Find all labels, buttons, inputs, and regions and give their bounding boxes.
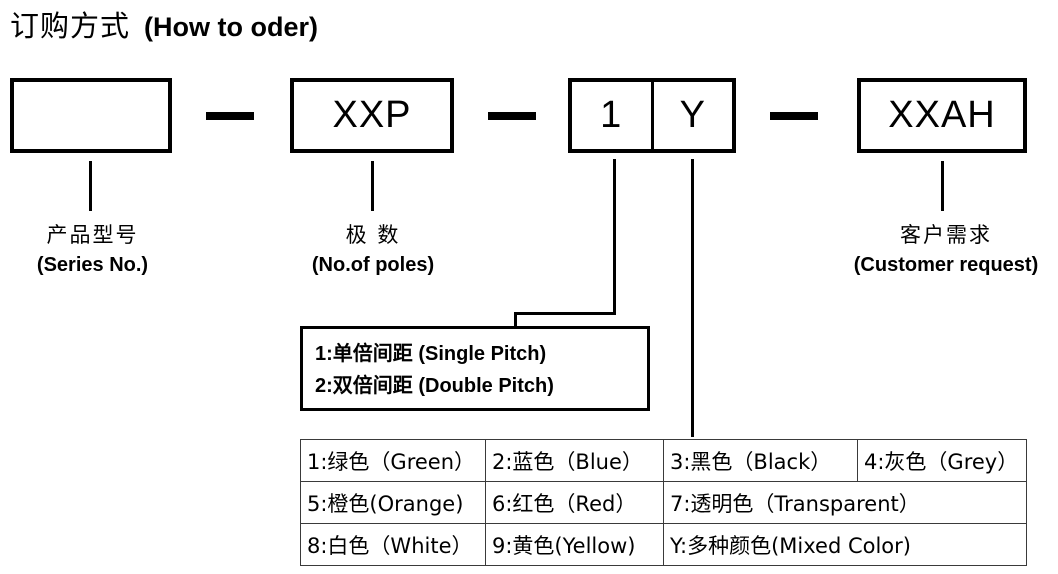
caption-poles: 极 数 (No.of poles) bbox=[288, 222, 458, 278]
caption-poles-en: (No.of poles) bbox=[311, 253, 435, 276]
code-box-series[interactable] bbox=[10, 78, 172, 153]
page-title-en: (How to oder) bbox=[144, 12, 318, 42]
color-option-label: 1:绿色（Green） bbox=[307, 449, 476, 474]
color-option-cell: Y:多种颜色(Mixed Color) bbox=[663, 523, 1027, 566]
code-box-pitch-color[interactable]: 1 Y bbox=[568, 78, 736, 153]
color-option-label: 5:橙色(Orange) bbox=[307, 491, 464, 516]
color-option-label: 4:灰色（Grey） bbox=[864, 449, 1019, 474]
code-box-customer-value: XXAH bbox=[888, 94, 996, 136]
caption-series: 产品型号 (Series No.) bbox=[0, 222, 185, 278]
separator-dash-2 bbox=[488, 112, 536, 120]
connector-poles bbox=[371, 161, 374, 211]
page-title: 订购方式 (How to oder) bbox=[10, 6, 318, 47]
code-box-pitch-value: 1 bbox=[572, 82, 654, 149]
color-option-label: 8:白色（White） bbox=[307, 533, 473, 558]
pitch-legend-box: 1:单倍间距 (Single Pitch) 2:双倍间距 (Double Pit… bbox=[300, 326, 650, 411]
color-option-cell: 6:红色（Red） bbox=[485, 481, 664, 524]
table-row: 1:绿色（Green） 2:蓝色（Blue） 3:黑色（Black） 4:灰色（Gre… bbox=[300, 439, 1027, 482]
color-option-label: 7:透明色（Transparent） bbox=[670, 491, 920, 516]
separator-dash-3 bbox=[770, 112, 818, 120]
pitch-legend-cn-2: 双倍间距 bbox=[332, 373, 413, 397]
caption-customer-cn: 客户需求 bbox=[900, 223, 992, 247]
caption-series-en: (Series No.) bbox=[36, 253, 149, 276]
connector-customer bbox=[941, 161, 944, 211]
pitch-legend-en-2: (Double Pitch) bbox=[412, 375, 554, 397]
pitch-legend-en-1: (Single Pitch) bbox=[412, 343, 547, 365]
connector-series bbox=[89, 161, 92, 211]
code-box-poles[interactable]: XXP bbox=[290, 78, 454, 153]
pitch-legend-code-1: 1: bbox=[315, 343, 333, 365]
pitch-legend-code-2: 2: bbox=[315, 375, 333, 397]
page-title-cn: 订购方式 bbox=[10, 9, 131, 43]
separator-dash-1 bbox=[206, 112, 254, 120]
connector-color-vertical bbox=[691, 159, 694, 437]
color-legend-table: 1:绿色（Green） 2:蓝色（Blue） 3:黑色（Black） 4:灰色（Gre… bbox=[300, 439, 1027, 566]
code-box-color-value: Y bbox=[679, 94, 706, 136]
connector-pitch-horizontal bbox=[514, 312, 616, 315]
color-option-cell: 8:白色（White） bbox=[300, 523, 486, 566]
connector-pitch-drop bbox=[514, 312, 517, 328]
color-option-cell: 4:灰色（Grey） bbox=[857, 439, 1027, 482]
pitch-legend-row: 1:单倍间距 (Single Pitch) bbox=[315, 338, 647, 370]
caption-customer-en: (Customer request) bbox=[853, 253, 1039, 276]
color-option-label: Y:多种颜色(Mixed Color) bbox=[670, 533, 911, 558]
color-option-label: 6:红色（Red） bbox=[492, 491, 637, 516]
color-option-cell: 1:绿色（Green） bbox=[300, 439, 486, 482]
pitch-legend-cn-1: 单倍间距 bbox=[332, 341, 413, 365]
pitch-legend-row: 2:双倍间距 (Double Pitch) bbox=[315, 370, 647, 402]
code-box-customer[interactable]: XXAH bbox=[857, 78, 1027, 153]
code-box-poles-value: XXP bbox=[332, 94, 412, 136]
color-option-cell: 7:透明色（Transparent） bbox=[663, 481, 1027, 524]
color-option-cell: 5:橙色(Orange) bbox=[300, 481, 486, 524]
table-row: 8:白色（White） 9:黄色(Yellow) Y:多种颜色(Mixed Colo… bbox=[300, 523, 1027, 566]
color-option-cell: 3:黑色（Black） bbox=[663, 439, 858, 482]
color-option-label: 2:蓝色（Blue） bbox=[492, 449, 643, 474]
connector-pitch-vertical bbox=[613, 159, 616, 314]
color-option-cell: 2:蓝色（Blue） bbox=[485, 439, 664, 482]
caption-series-cn: 产品型号 bbox=[46, 223, 139, 247]
color-option-label: 9:黄色(Yellow) bbox=[492, 533, 636, 558]
table-row: 5:橙色(Orange) 6:红色（Red） 7:透明色（Transparent） bbox=[300, 481, 1027, 524]
color-option-label: 3:黑色（Black） bbox=[670, 449, 832, 474]
caption-poles-cn: 极 数 bbox=[345, 223, 401, 247]
color-option-cell: 9:黄色(Yellow) bbox=[485, 523, 664, 566]
caption-customer: 客户需求 (Customer request) bbox=[840, 222, 1052, 278]
